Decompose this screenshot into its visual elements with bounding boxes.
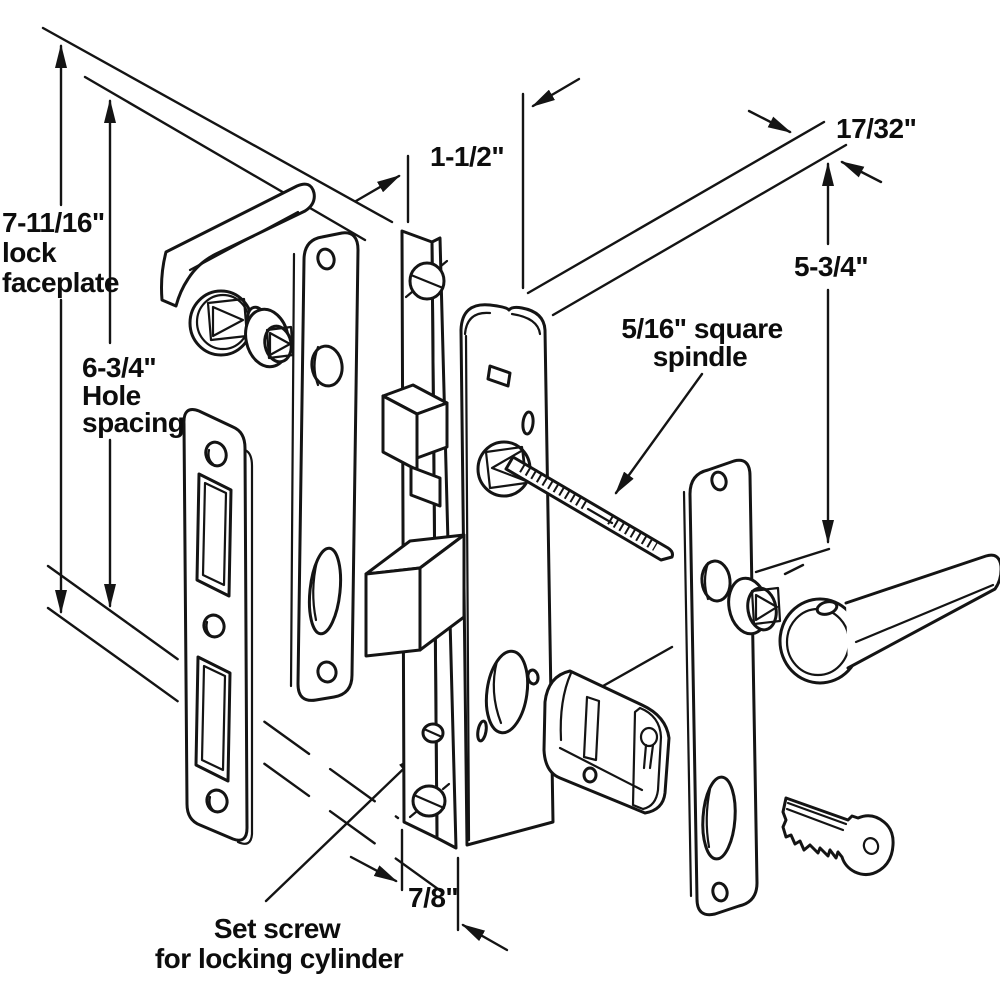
lock-cylinder: [542, 669, 671, 815]
set-screw: [421, 722, 445, 744]
dim-lock-faceplate-word2: faceplate: [2, 267, 119, 298]
faceplate-bottom-screw: [408, 782, 451, 819]
left-escutcheon: [289, 231, 360, 702]
latch-bolt: [381, 383, 449, 508]
left-rosette: [244, 307, 295, 369]
dim-backset-value: 1-1/2": [430, 141, 504, 172]
dim-hole-spacing-word2: spacing: [82, 407, 184, 438]
note-setscrew-line2: for locking cylinder: [155, 943, 404, 974]
strike-plate: [182, 408, 254, 845]
deadbolt: [364, 533, 466, 658]
key: [781, 796, 895, 877]
right-handle: [778, 553, 1000, 685]
dim-hole-spacing-word1: Hole: [82, 380, 141, 411]
dim-spindle-height-value: 5-3/4": [794, 251, 868, 282]
lock-case: [459, 303, 555, 847]
note-spindle-line1: 5/16" square: [621, 313, 782, 344]
right-escutcheon: [682, 458, 759, 917]
note-spindle-line2: spindle: [653, 341, 748, 372]
note-setscrew-line1: Set screw: [214, 913, 341, 944]
dimension-lines: [41, 26, 883, 952]
dim-hole-spacing-value: 6-3/4": [82, 352, 156, 383]
faceplate-top-screw: [404, 259, 449, 301]
spindle: [504, 455, 674, 562]
dim-faceplate-width-value: 17/32": [836, 113, 916, 144]
dim-edge-value: 7/8": [408, 882, 458, 913]
labels: 7-11/16" lock faceplate 6-3/4" Hole spac…: [2, 113, 917, 974]
dim-lock-faceplate-value: 7-11/16": [2, 207, 105, 238]
right-rosette: [727, 576, 782, 636]
dim-lock-faceplate-word1: lock: [2, 237, 57, 268]
